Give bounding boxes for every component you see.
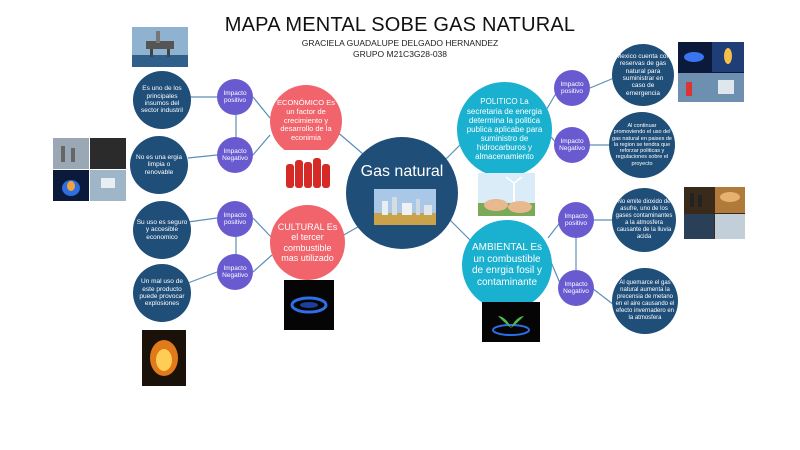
- stove-flame-photo: [284, 280, 334, 330]
- detail-politico-positivo: Mexico cuenta con reservas de gas natura…: [612, 44, 674, 106]
- branch-ambiental: AMBIENTAL Es un combustible de enrgia fo…: [462, 220, 552, 310]
- gas-plant-photo: [374, 189, 436, 225]
- offshore-rig-photo: [132, 27, 188, 67]
- detail-cultural-negativo: Un mal uso de este producto puede provoc…: [133, 264, 191, 322]
- detail-ambiental-negativo: Al quemarce el gas natural aumenta la pr…: [612, 268, 678, 334]
- branch-cultural: CULTURAL Es el tercer combustible mas ut…: [270, 205, 345, 280]
- hand-sprout-photo: [482, 302, 540, 342]
- branch-politico: POLITICO La secretaria de energia determ…: [457, 82, 552, 177]
- impact-economico-positivo: Impacto positivo: [217, 79, 253, 115]
- author-name: GRACIELA GUADALUPE DELGADO HERNANDEZ: [301, 38, 499, 48]
- branch-politico-text: POLITICO La secretaria de energia determ…: [466, 97, 543, 162]
- detail-cultural-positivo: Su uso es seguro y accesible economico: [133, 201, 191, 259]
- impact-cultural-negativo: Impacto Negativo: [217, 254, 253, 290]
- gas-flame-collage-photo: [678, 42, 744, 102]
- gas-cylinders-photo: [268, 150, 346, 192]
- impact-ambiental-positivo: Impacto positivo: [558, 202, 594, 238]
- impact-politico-negativo: Impacto Negativo: [554, 127, 590, 163]
- detail-economico-positivo: Es uno de los principales insumos del se…: [133, 71, 191, 129]
- impact-ambiental-negativo: Impacto Negativo: [558, 270, 594, 306]
- group-code: GRUPO M21C3G28-038: [352, 49, 447, 59]
- detail-economico-negativo: No es una ergia limpia o renovable: [130, 136, 188, 194]
- central-node-label: Gas natural: [360, 163, 444, 180]
- detail-ambiental-positivo: No emite dioxido de asufre, uno de los g…: [612, 188, 676, 252]
- branch-economico-text: ECONÓMICO Es un factor de crecimiento y …: [277, 98, 335, 142]
- flame-collage-photo: [53, 138, 126, 201]
- branch-ambiental-text: AMBIENTAL Es un combustible de enrgia fo…: [471, 242, 543, 288]
- branch-economico: ECONÓMICO Es un factor de crecimiento y …: [270, 85, 342, 157]
- explosion-photo: [142, 330, 186, 386]
- detail-politico-negativo: Al continuar promoviendo el uso del gas …: [609, 112, 675, 178]
- impact-politico-positivo: Impacto positivo: [554, 70, 590, 106]
- branch-cultural-text: CULTURAL Es el tercer combustible mas ut…: [277, 221, 338, 263]
- impact-economico-negativo: Impacto Negativo: [217, 137, 253, 173]
- impact-cultural-positivo: Impacto positivo: [217, 201, 253, 237]
- factory-smoke-collage-photo: [684, 187, 745, 239]
- hands-wind-turbine-photo: [478, 173, 535, 216]
- page-title: MAPA MENTAL SOBE GAS NATURAL: [224, 14, 576, 36]
